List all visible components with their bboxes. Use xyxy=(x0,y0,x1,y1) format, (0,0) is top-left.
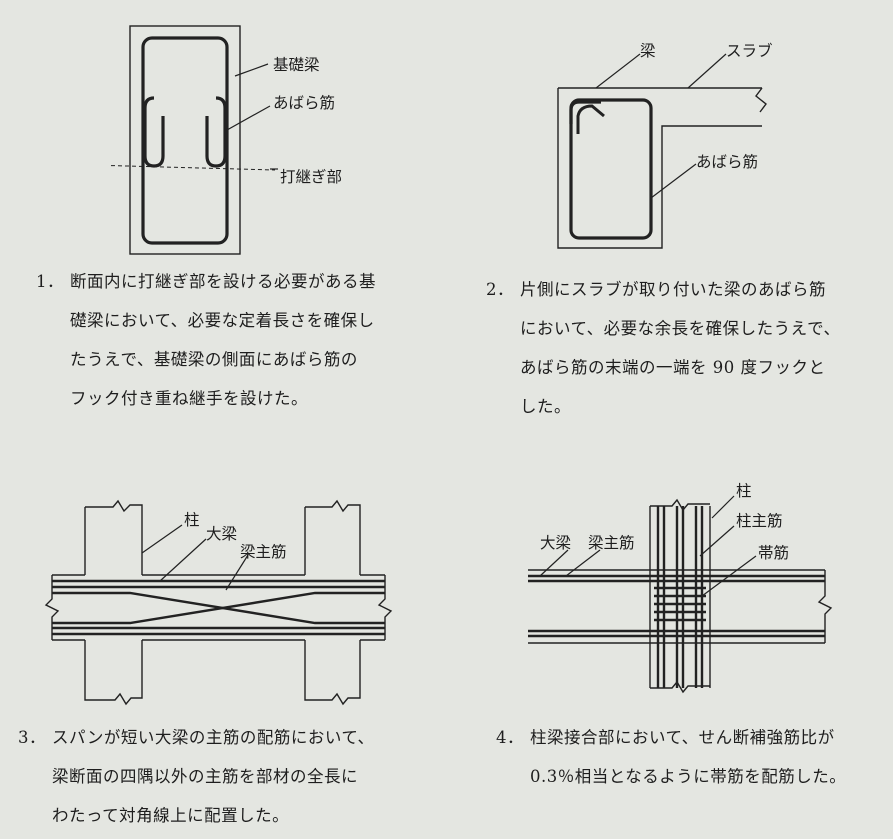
caption-1: 1．断面内に打継ぎ部を設ける必要がある基 礎梁において、必要な定着長さを確保し … xyxy=(36,262,376,418)
column-outline xyxy=(649,498,711,694)
stirrup-loop xyxy=(569,98,653,240)
caption-4-number: 4． xyxy=(496,728,524,747)
label-beam: 梁 xyxy=(640,42,656,60)
hoop-bars xyxy=(654,586,706,622)
label-hoop: 帯筋 xyxy=(758,544,789,562)
label-column: 柱 xyxy=(184,511,200,529)
label-girder: 大梁 xyxy=(206,525,237,543)
label-column: 柱 xyxy=(736,482,752,500)
caption-4-line-1: 柱梁接合部において、せん断補強筋比が xyxy=(530,728,835,747)
stirrup-hook-right xyxy=(205,96,227,168)
stirrup-loop xyxy=(141,36,229,245)
beam-section-outline xyxy=(129,25,241,255)
right-column-outline xyxy=(304,499,361,706)
stirrup-135-hook xyxy=(576,104,605,134)
figure-4-beam-column-joint: 柱 柱主筋 帯筋 大梁 梁主筋 xyxy=(528,482,833,694)
caption-2-line-2: において、必要な余長を確保したうえで、 xyxy=(520,319,841,338)
diagonal-bar-2 xyxy=(52,591,385,625)
label-beam-main-bar: 梁主筋 xyxy=(240,543,287,561)
caption-1-line-2: 礎梁において、必要な定着長さを確保し xyxy=(70,311,375,330)
label-beam-main-bar: 梁主筋 xyxy=(588,534,635,552)
caption-3-number: 3． xyxy=(18,728,46,747)
caption-3: 3． スパンが短い大梁の主筋の配筋において、 梁断面の四隅以外の主筋を部材の全長に… xyxy=(18,718,375,835)
caption-2-number: 2． xyxy=(486,280,514,299)
figure-1-foundation-beam-section: 基礎梁 あばら筋 打継ぎ部 xyxy=(110,25,342,255)
label-foundation-beam: 基礎梁 xyxy=(273,56,320,74)
label-stirrup: あばら筋 xyxy=(273,94,335,112)
caption-3-line-1: スパンが短い大梁の主筋の配筋において、 xyxy=(52,728,375,747)
caption-2: 2． 片側にスラブが取り付いた梁のあばら筋 において、必要な余長を確保したうえで、… xyxy=(486,270,841,426)
caption-1-number: 1． xyxy=(36,272,64,291)
caption-4-line-2: 0.3％相当となるように帯筋を配筋した。 xyxy=(530,767,847,786)
beam-slab-outline xyxy=(557,87,767,249)
label-construction-joint: 打継ぎ部 xyxy=(280,168,342,186)
caption-1-line-1: 断面内に打継ぎ部を設ける必要がある基 xyxy=(70,272,376,291)
figure-3-short-span-girder: 柱 大梁 梁主筋 xyxy=(44,499,393,706)
construction-joint-line xyxy=(110,165,276,171)
caption-2-line-3: あばら筋の末端の一端を 90 度フックと xyxy=(520,358,826,377)
stirrup-hook-left xyxy=(143,96,165,168)
figure-2-beam-with-slab-section: 梁 スラブ あばら筋 xyxy=(557,41,773,249)
label-stirrup: あばら筋 xyxy=(696,153,758,171)
label-girder: 大梁 xyxy=(540,534,571,552)
caption-4: 4． 柱梁接合部において、せん断補強筋比が 0.3％相当となるように帯筋を配筋した… xyxy=(496,718,846,796)
caption-3-line-2: 梁断面の四隅以外の主筋を部材の全長に xyxy=(52,767,358,786)
left-column-outline xyxy=(84,499,143,706)
caption-3-line-3: わたって対角線上に配置した。 xyxy=(52,806,290,825)
caption-2-line-1: 片側にスラブが取り付いた梁のあばら筋 xyxy=(520,280,826,299)
caption-1-line-3: たうえで、基礎梁の側面にあばら筋の xyxy=(70,350,358,369)
stirrup-90-hook xyxy=(569,100,601,124)
caption-1-line-4: フック付き重ね継手を設けた。 xyxy=(70,389,308,408)
label-column-main-bar: 柱主筋 xyxy=(736,512,783,530)
label-slab: スラブ xyxy=(726,41,773,60)
caption-2-line-4: した。 xyxy=(520,397,571,416)
girder-outline xyxy=(44,574,393,641)
